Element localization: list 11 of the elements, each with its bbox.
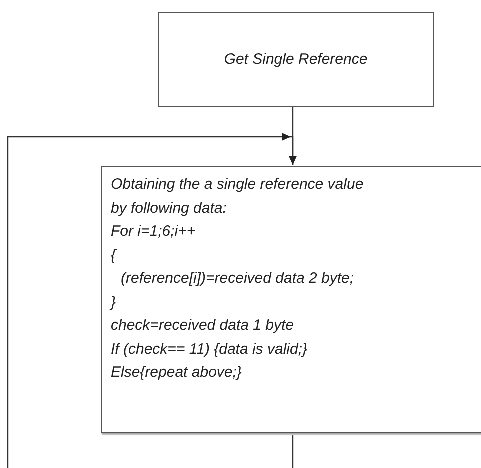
process-box bbox=[158, 12, 434, 107]
code-line: (reference[i])=received data 2 byte; bbox=[120, 269, 356, 289]
box-label: Get Single Reference bbox=[224, 50, 368, 70]
code-line: Else{repeat above;} bbox=[111, 363, 243, 383]
description-text: Obtaining the a single reference value by following data: bbox=[111, 175, 365, 218]
process-box bbox=[101, 166, 481, 433]
code-line: } bbox=[111, 292, 118, 312]
code-line: For i=1;6;i++ bbox=[111, 222, 197, 242]
code-line: If (check== 11) {data is valid;} bbox=[111, 340, 309, 360]
code-line: { bbox=[111, 246, 118, 266]
code-line: check=received data 1 byte bbox=[111, 316, 296, 336]
